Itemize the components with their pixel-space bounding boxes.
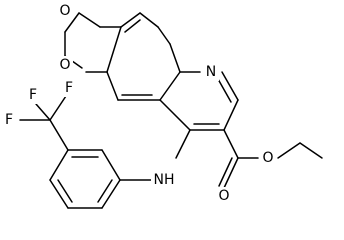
atom-label-fluorine: F bbox=[65, 80, 73, 96]
atom-o1: O bbox=[57, 2, 73, 20]
atom-n-ring: N bbox=[203, 63, 219, 81]
atom-label-nitrogen: N bbox=[206, 64, 216, 80]
bond bbox=[157, 26, 171, 45]
atom-labels: O O N NH O O F F bbox=[2, 2, 276, 205]
atom-o-ester: O bbox=[260, 149, 276, 167]
bond bbox=[139, 12, 159, 28]
atom-label-oxygen: O bbox=[59, 57, 70, 73]
atom-label-oxygen: O bbox=[59, 3, 70, 19]
bond bbox=[175, 129, 191, 159]
atom-f2: F bbox=[2, 111, 16, 129]
bond-lines bbox=[19, 12, 323, 209]
atom-label-oxygen: O bbox=[262, 150, 273, 166]
bond bbox=[223, 157, 239, 189]
bond bbox=[49, 179, 69, 209]
atom-label-fluorine: F bbox=[5, 112, 13, 128]
atom-o-carbonyl: O bbox=[216, 187, 232, 205]
bond bbox=[101, 149, 121, 181]
bond bbox=[159, 71, 181, 101]
bond bbox=[49, 95, 67, 121]
bond bbox=[223, 129, 239, 159]
bond bbox=[35, 103, 51, 121]
bond bbox=[277, 142, 301, 159]
bond bbox=[169, 43, 181, 73]
atom-label-amine: NH bbox=[154, 172, 175, 188]
bond-double bbox=[124, 19, 141, 33]
bond bbox=[64, 12, 80, 33]
bond bbox=[221, 71, 239, 101]
atom-o2: O bbox=[57, 56, 73, 74]
bond bbox=[106, 26, 122, 73]
atom-f1: F bbox=[62, 79, 76, 97]
bond-double bbox=[218, 157, 233, 187]
bond bbox=[49, 149, 69, 181]
bond-double bbox=[57, 179, 73, 203]
bond bbox=[49, 119, 69, 151]
atom-nh: NH bbox=[151, 171, 177, 189]
bond bbox=[78, 12, 101, 28]
bond bbox=[223, 99, 239, 131]
bond bbox=[101, 179, 121, 209]
bond bbox=[120, 12, 141, 28]
bond bbox=[106, 71, 119, 101]
bond-double bbox=[217, 78, 232, 103]
molecule-structure-diagram: O O N NH O O F F bbox=[2, 2, 323, 209]
bond bbox=[299, 142, 323, 159]
atom-label-oxygen: O bbox=[218, 188, 229, 204]
atom-label-fluorine: F bbox=[29, 87, 37, 103]
atom-f3: F bbox=[26, 86, 40, 104]
bond-double bbox=[97, 179, 113, 203]
bond bbox=[159, 99, 191, 131]
